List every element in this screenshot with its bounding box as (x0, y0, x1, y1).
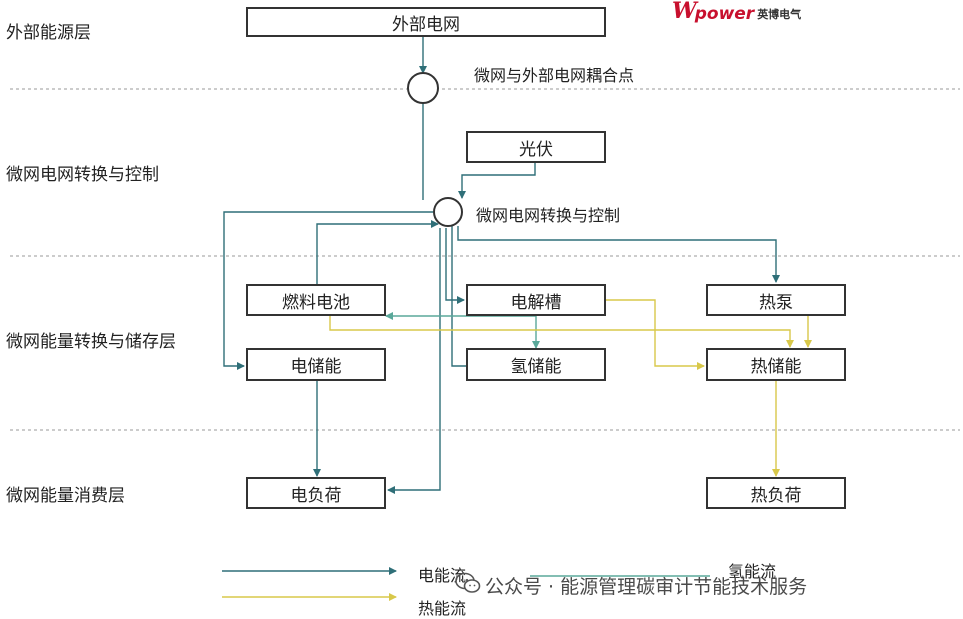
conversion-node-label: 微网电网转换与控制 (476, 206, 621, 225)
flow-node-to-eload (387, 228, 441, 494)
thermal-load-box: 热负荷 (706, 477, 846, 509)
flow-node-to-heatpump (457, 226, 780, 283)
legend-hydrogen-label: 氢能流 (728, 562, 777, 581)
hydrogen-flows (385, 312, 540, 349)
flow-hstorage-to-node (451, 226, 466, 367)
hydrogen-storage-box: 氢储能 (466, 348, 606, 381)
legend-lines (222, 567, 710, 601)
thermal-storage-box: 热储能 (706, 348, 846, 381)
brand-logo-mark: W (672, 0, 697, 24)
flow-electrolyzer-to-tstorage (606, 299, 705, 370)
fuel-cell-box: 燃料电池 (246, 284, 386, 316)
flow-fuelcell-to-tstorage (329, 316, 794, 348)
layer-label-conversion: 微网电网转换与控制 (6, 165, 159, 185)
legend-thermal-label: 热能流 (418, 599, 467, 618)
layer-label-storage: 微网能量转换与储存层 (6, 332, 176, 352)
external-grid-box: 外部电网 (246, 7, 606, 37)
legend-electric-label: 电能流 (418, 566, 467, 585)
electric-storage-box: 电储能 (246, 348, 386, 381)
layer-dividers (10, 88, 960, 431)
electric-load-box: 电负荷 (246, 477, 386, 509)
conversion-control-node (433, 197, 463, 227)
electrolyzer-box: 电解槽 (466, 284, 606, 316)
heat-pump-box: 热泵 (706, 284, 846, 316)
layer-label-consumption: 微网能量消费层 (6, 486, 125, 506)
layer-label-external: 外部能源层 (6, 23, 91, 43)
thermal-flows (329, 299, 812, 477)
watermark-text: 公众号 · 能源管理碳审计节能技术服务 (485, 576, 808, 598)
brand-logo-cn: 英博电气 (757, 8, 802, 21)
flow-fuelcell-to-node (316, 220, 439, 286)
flow-pv-to-node (458, 163, 536, 199)
brand-logo: W power 英博电气 (672, 0, 801, 24)
coupling-point-node (407, 72, 439, 104)
coupling-point-label: 微网与外部电网耦合点 (474, 66, 635, 85)
flow-node-to-storage (223, 211, 433, 370)
flow-node-to-electrolyzer (445, 228, 465, 304)
electric-flows (223, 37, 780, 494)
brand-logo-text: power (694, 4, 755, 24)
pv-box: 光伏 (466, 131, 606, 163)
wechat-icon (455, 572, 481, 593)
